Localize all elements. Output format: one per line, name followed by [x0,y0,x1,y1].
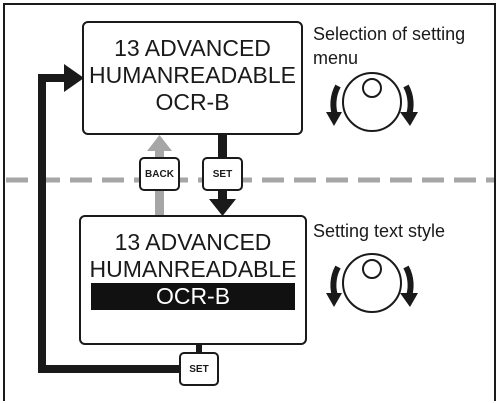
caption-text-style: Setting text style [313,221,446,241]
display-line: HUMANREADABLE [88,62,297,88]
bottom-display: 13 ADVANCED HUMANREADABLE OCR-B [79,215,307,345]
display-line: 13 ADVANCED [114,35,271,61]
return-loop-arrowhead [64,64,84,92]
set-button[interactable]: SET [202,157,243,191]
caption-selection-menu: Selection of setting menu [313,22,465,70]
rotary-dial-icon [326,253,418,313]
display-line: OCR-B [155,89,230,115]
set-button-bottom[interactable]: SET [179,352,219,386]
set-arrowhead [209,199,236,216]
diagram-frame [3,3,496,401]
caption-line: Selection of setting [313,24,466,44]
return-loop-line [38,74,170,373]
display-line-highlighted: OCR-B [91,283,295,310]
display-line: HUMANREADABLE [89,256,297,282]
caption-line: menu [313,48,359,68]
top-display: 13 ADVANCED HUMANREADABLE OCR-B [82,21,303,135]
back-button[interactable]: BACK [139,157,180,191]
display-line: 13 ADVANCED [114,229,272,255]
rotary-dial-icon [326,72,418,132]
back-arrowhead [147,135,172,151]
